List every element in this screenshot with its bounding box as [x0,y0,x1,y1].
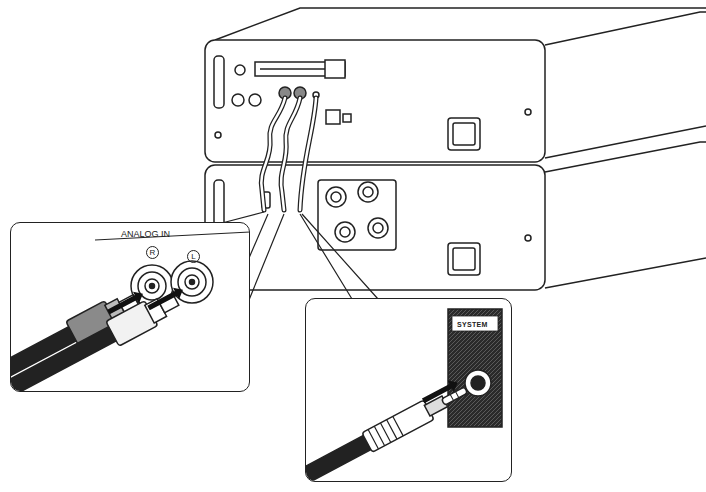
lower-unit [335,222,355,242]
connection-cable-core [300,98,316,210]
lower-unit [331,192,341,202]
connection-cable-core [281,98,300,210]
connection-cable [300,98,316,210]
system-inset [450,392,459,401]
system-inset [465,370,491,396]
lower-unit [326,187,346,207]
analog-in-inset [105,288,146,318]
system-inset [306,435,373,481]
upper-unit [205,40,545,162]
lower-unit [448,243,480,275]
system-inset [306,380,471,481]
channel-mark: L [187,250,200,263]
upper-unit [325,60,345,78]
lower-unit [545,142,706,288]
upper-unit [448,118,480,150]
analog-in-inset [145,284,186,314]
system-inset [471,376,485,390]
analog-in-inset [11,232,249,391]
upper-unit [214,56,224,108]
connection-cable [261,98,316,210]
leader-line [300,214,378,299]
lower-unit [453,248,475,270]
lower-unit [368,218,388,238]
analog-in-inset [11,326,118,391]
connection-cable [281,98,300,210]
analog-in-inset [138,272,166,300]
system-callout: SYSTEM [305,298,512,482]
analog-in-inset [171,261,213,303]
upper-unit [326,110,340,124]
analog-in-inset [185,275,199,289]
upper-unit [215,132,221,138]
upper-unit [205,8,706,162]
analog-in-inset [178,268,206,296]
analog-in-inset [95,232,249,240]
analog-in-inset [105,288,146,318]
analog-in-inset [145,284,186,314]
system-inset [362,400,434,452]
system-inset [420,377,461,407]
lower-unit [340,227,350,237]
system-inset [368,416,403,449]
jack-label: ANALOG IN [121,230,170,239]
lower-unit [318,180,396,250]
upper-unit [232,94,244,106]
lower-unit [205,142,706,290]
analog-in-inset [150,284,155,289]
system-inset [231,298,512,492]
system-inset [306,309,502,481]
jack-label: SYSTEM [457,321,488,328]
analog-in-inset [145,279,159,293]
lower-unit [525,235,531,241]
lower-unit [363,187,373,197]
upper-unit [235,65,245,75]
upper-unit [453,123,475,145]
channel-mark: R [146,246,159,259]
upper-unit [249,94,261,106]
lower-unit [205,165,545,290]
upper-unit [343,114,351,122]
analog-in-inset [190,280,195,285]
analog-in-callout: ANALOG IN R L [10,222,250,392]
analog-in-inset [0,222,250,416]
lower-unit [358,182,378,202]
upper-unit [525,109,531,115]
system-inset [420,377,461,407]
connection-cable-core [261,98,316,210]
system-inset [452,316,498,331]
lower-unit [373,223,383,233]
system-inset [448,309,502,427]
